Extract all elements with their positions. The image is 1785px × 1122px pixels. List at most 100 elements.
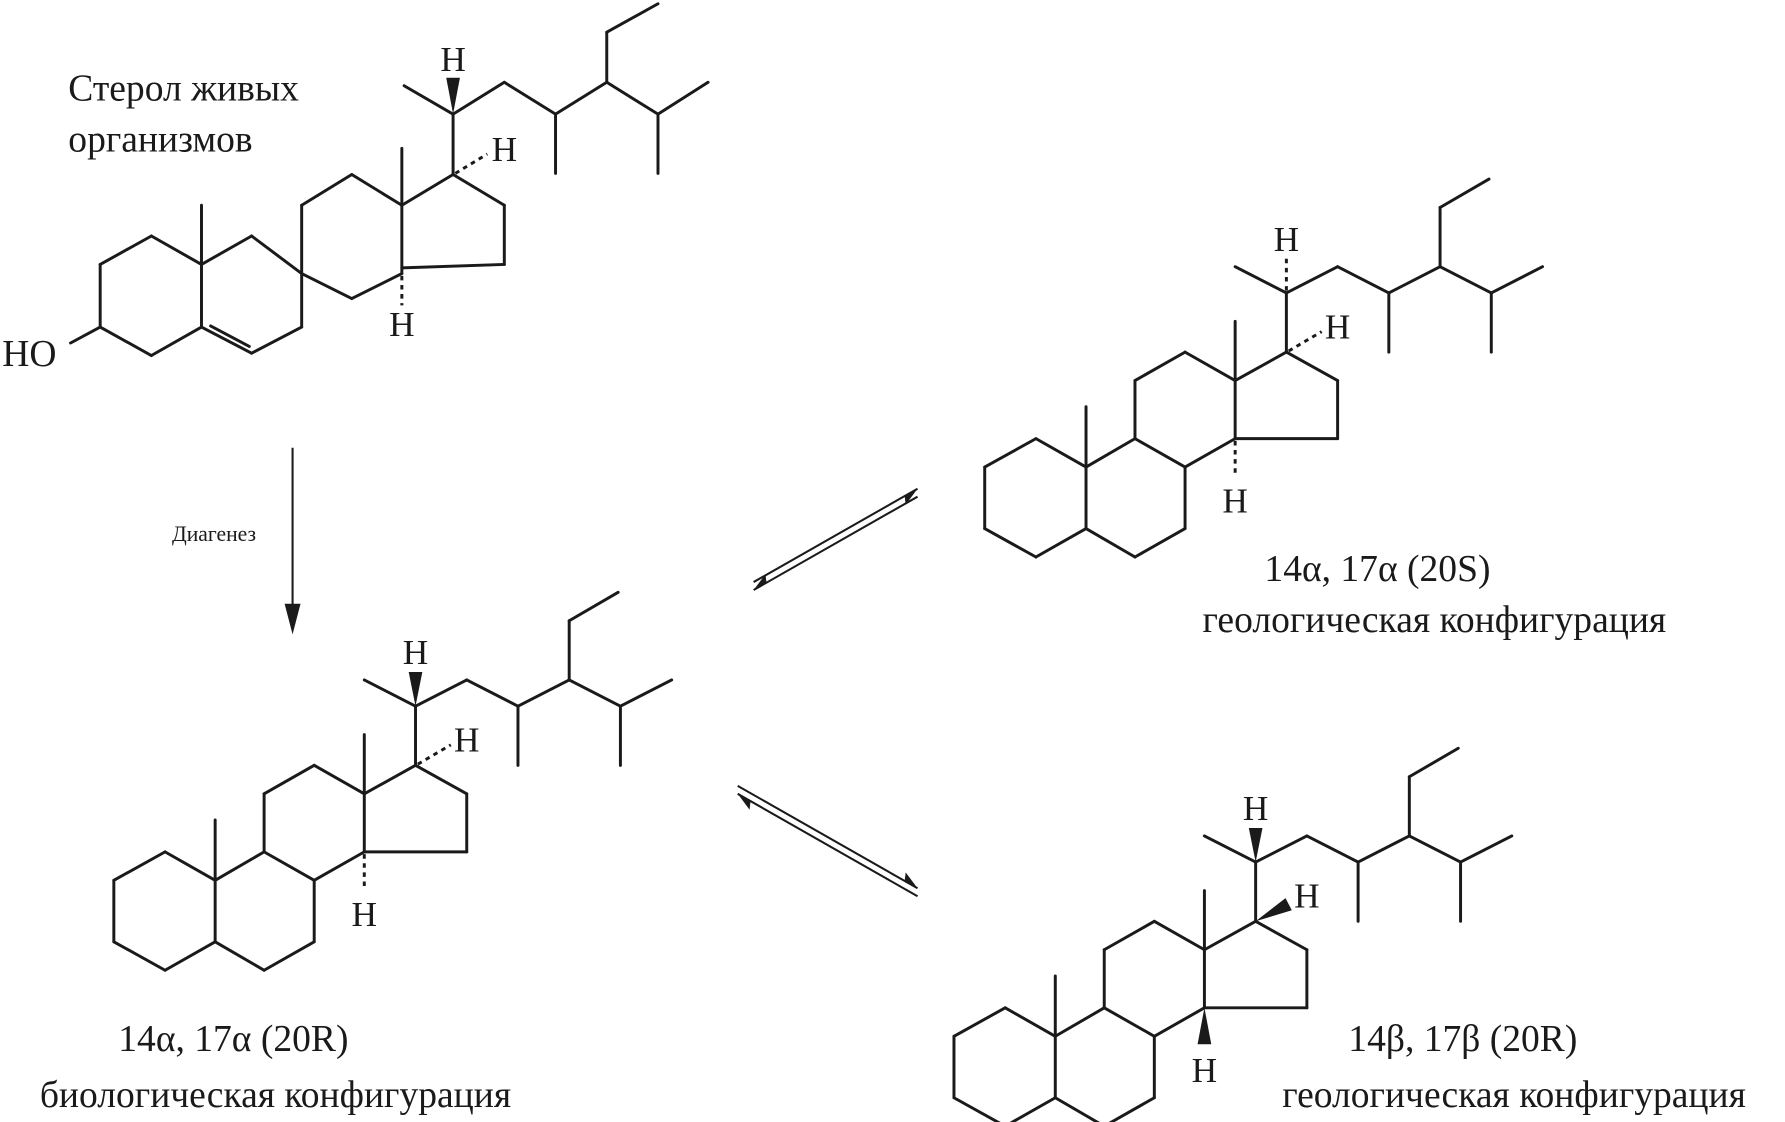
equilibrium-lower-reverse-arrow-shaft	[737, 792, 919, 898]
geo-20s-type-label: геологическая конфигурация	[1203, 600, 1667, 641]
diagenesis-label: Диагенез	[172, 522, 256, 546]
geo-beta-sterane-c14-wedge-bond	[1197, 1007, 1212, 1045]
geo-20s-sterane-bond	[1438, 177, 1491, 210]
bio-sterane-bond	[163, 940, 217, 972]
bio-sterane-bond	[465, 678, 520, 708]
geo-beta-sterane-bond	[952, 1006, 1007, 1038]
geo-beta-sterane-bond	[1459, 834, 1514, 864]
living-sterol-bond	[350, 272, 404, 301]
geo-20s-sterane-bond	[1233, 265, 1288, 295]
bio-sterane-bond	[262, 763, 316, 796]
geo-20s-sterane-bond	[1084, 527, 1137, 559]
geo-20s-sterane-bond	[1284, 265, 1340, 295]
geo-beta-sterane-bond	[1053, 1006, 1106, 1038]
geo-beta-sterane-bond	[1254, 919, 1309, 952]
bio-sterane-bond	[362, 763, 417, 796]
geo-20s-sterane-bond	[1438, 265, 1493, 295]
geo-beta-sterane-bond	[1254, 834, 1309, 864]
living-sterol-bond	[98, 325, 153, 358]
geo-beta-sterane-c14-h-label: H	[1192, 1051, 1217, 1090]
equilibrium-upper-forward-arrow-shaft	[753, 487, 919, 583]
bio-sterane-bond	[163, 850, 217, 882]
living-sterol-bond	[554, 80, 609, 116]
geo-20s-sterane-bond	[1233, 350, 1288, 383]
geo-beta-type-label: геологическая конфигурация	[1282, 1075, 1746, 1116]
geo-beta-sterane-bond	[1102, 919, 1156, 952]
bio-sterane-bond	[213, 940, 266, 972]
equilibrium-upper-reverse-arrow-shaft	[753, 495, 919, 591]
bio-sterane-bond	[414, 763, 469, 796]
living-sterol-bond	[350, 173, 404, 207]
geo-20s-sterane-bond	[1387, 265, 1442, 295]
geo-beta-sterane-bond	[1152, 1006, 1206, 1038]
living-sterol-bond	[200, 325, 254, 355]
bio-config-stereo-label: 14α, 17α (20R)	[118, 1019, 348, 1060]
geo-beta-sterane-bond	[1305, 834, 1360, 864]
living-sterol-bond	[605, 2, 660, 34]
geo-20s-sterane-bond	[983, 527, 1038, 559]
geo-20s-sterane-bond	[983, 437, 1038, 469]
geo-20s-sterane-bond	[1183, 437, 1237, 469]
living-sterol-bond	[502, 80, 558, 116]
geo-20s-sterane-c17-hash-bond	[1287, 330, 1323, 353]
living-sterol-bond	[605, 80, 660, 116]
living-sterol-c20-h-label: H	[440, 40, 465, 79]
geo-beta-sterane-bond	[1407, 746, 1460, 779]
geo-beta-sterane-bond	[952, 1096, 1001, 1122]
bio-sterane-bond	[362, 678, 417, 708]
geo-20s-sterane-c20-h-label: H	[1274, 220, 1299, 259]
bio-sterane-bond	[213, 850, 266, 882]
geo-beta-sterane-bond	[1053, 1096, 1100, 1122]
living-sterol-bond	[400, 173, 455, 207]
bio-sterane-bond	[618, 678, 674, 708]
bio-sterane-c20-h-label: H	[403, 633, 428, 672]
equilibrium-lower-forward-arrow-head	[904, 872, 918, 889]
living-sterol-bond	[98, 234, 153, 266]
equilibrium-lower-forward-arrow-shaft	[737, 784, 919, 890]
living-sterol-bond	[200, 234, 254, 266]
bio-sterane-bond	[262, 850, 316, 882]
geo-20s-sterane-bond	[1034, 527, 1088, 559]
geo-20s-stereo-label: 14α, 17α (20S)	[1264, 549, 1490, 590]
equilibrium-lower-reverse-arrow-head	[737, 793, 751, 810]
geo-20s-sterane-bond	[1084, 437, 1137, 469]
bio-sterane-c17-hash-bond	[417, 743, 452, 766]
living-sterol-bond	[402, 84, 455, 116]
diagenesis-arrow-head	[284, 603, 301, 635]
geo-beta-sterane-bond	[1009, 1096, 1057, 1122]
geo-beta-sterane-c20-wedge-bond	[1248, 827, 1263, 863]
bio-sterane-bond	[516, 678, 571, 708]
geo-beta-sterane-bond	[1108, 1096, 1156, 1122]
bond-layer	[69, 2, 1545, 1122]
living-sterol-bond	[400, 262, 506, 270]
living-sterol-bond	[300, 272, 354, 301]
geo-20s-sterane-bond	[1133, 350, 1187, 383]
bio-sterane-c20-wedge-bond	[408, 671, 423, 707]
living-sterol-bond	[656, 80, 710, 116]
hydroxyl-label: HO	[2, 334, 56, 375]
geo-20s-sterane-bond	[1336, 265, 1391, 295]
geo-beta-sterane-bond	[1152, 919, 1206, 952]
geo-20s-sterane-bond	[1183, 350, 1237, 383]
living-sterol-bond	[149, 234, 203, 266]
geo-beta-sterane-bond	[1202, 919, 1258, 952]
bio-sterane-bond	[414, 678, 469, 708]
living-sterol-bond	[250, 325, 304, 355]
living-sterol-bond	[69, 325, 102, 345]
bio-sterane-bond	[112, 940, 167, 972]
living-sterol-bond	[451, 80, 506, 116]
geo-20s-sterane-bond	[1133, 437, 1187, 469]
living-sterol-c20-wedge-bond	[446, 77, 460, 115]
bio-config-type-label: биологическая конфигурация	[40, 1075, 511, 1116]
equilibrium-upper-forward-arrow-head	[904, 488, 918, 505]
geo-beta-sterane-bond	[1407, 834, 1463, 864]
geo-20s-sterane-bond	[1034, 437, 1088, 469]
title-line-2: организмов	[68, 120, 252, 161]
bio-sterane-c14-h-label: H	[352, 895, 377, 934]
geo-20s-sterane-bond	[1133, 527, 1187, 559]
living-sterol-bond	[209, 324, 251, 348]
bio-sterane-bond	[262, 940, 316, 972]
geo-beta-sterane-bond	[1356, 834, 1411, 864]
